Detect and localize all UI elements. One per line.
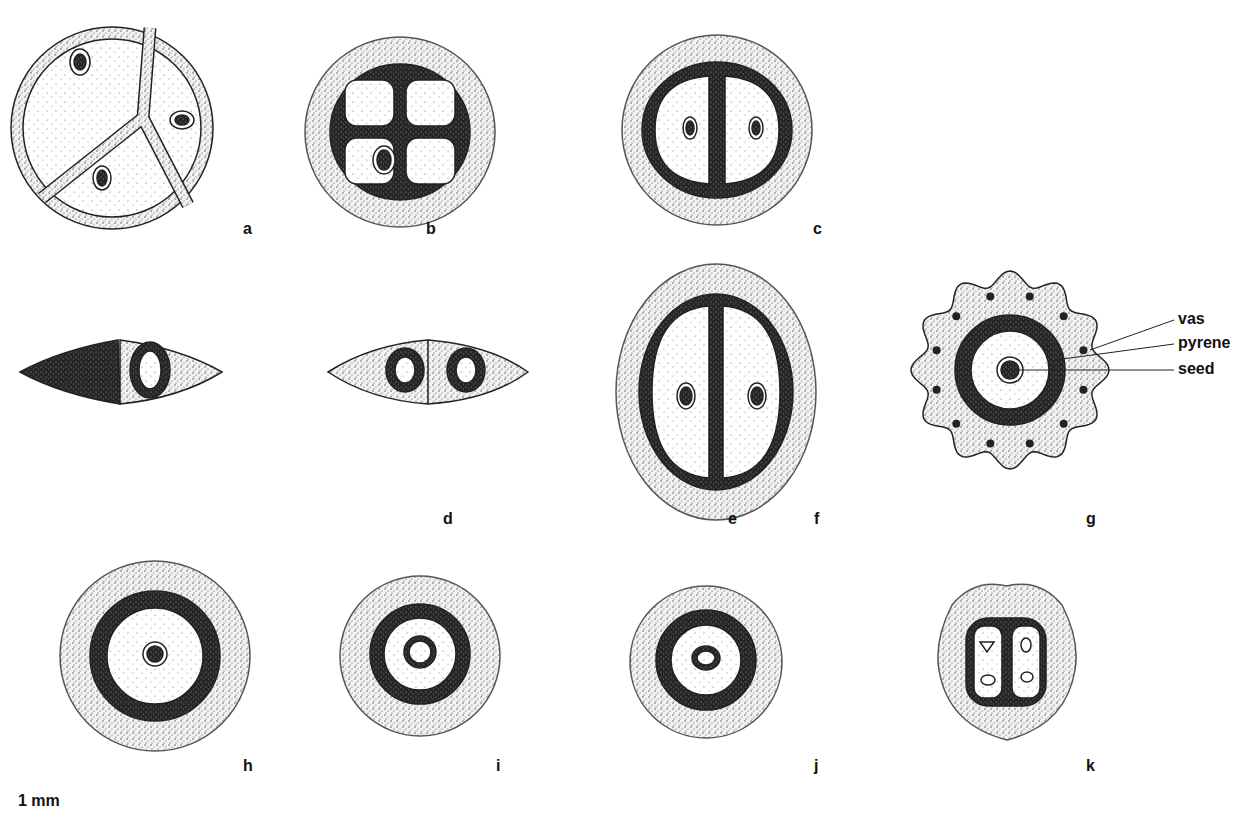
panel-letter: j	[814, 758, 818, 774]
panel-letter: a	[243, 221, 252, 237]
panel-letter: k	[1086, 758, 1095, 774]
part-label: seed	[1178, 361, 1214, 377]
panel-letter: f	[814, 511, 819, 527]
panel-letter: c	[813, 221, 822, 237]
panel-letter: d	[443, 511, 453, 527]
panel-letter: g	[1086, 511, 1096, 527]
part-label: pyrene	[1178, 335, 1230, 351]
panel-letter: h	[243, 758, 253, 774]
panel-letter: e	[728, 511, 737, 527]
panel-letter: b	[426, 221, 436, 237]
part-label: vas	[1178, 311, 1205, 327]
scale-label: 1 mm	[18, 793, 60, 809]
panel-letter: i	[496, 758, 500, 774]
